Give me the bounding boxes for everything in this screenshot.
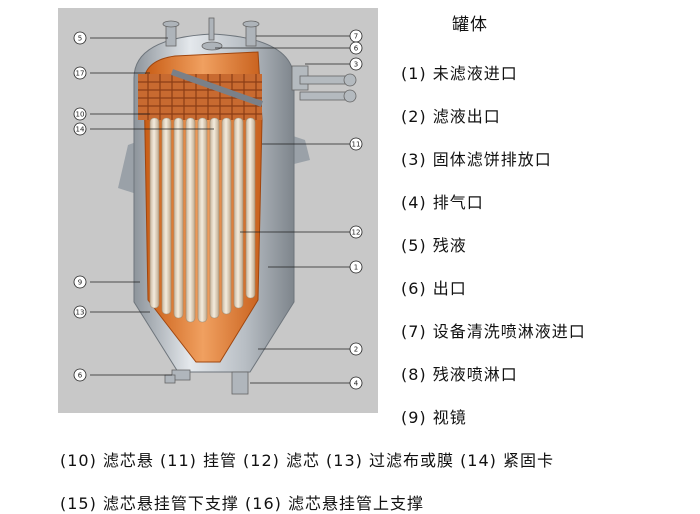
- callout-label: 13: [76, 309, 85, 317]
- callout-marker: 6: [349, 41, 363, 55]
- legend-item: (6) 出口: [401, 279, 467, 298]
- callout-marker: 11: [349, 137, 363, 151]
- callout-label: 3: [354, 61, 358, 69]
- callouts: [90, 35, 350, 384]
- callout-label: 12: [352, 229, 361, 237]
- callout-label: 4: [354, 380, 359, 388]
- title: 罐体: [452, 15, 488, 35]
- callout-label: 2: [354, 346, 358, 354]
- callout-marker: 2: [349, 342, 363, 356]
- callout-label: 9: [78, 279, 82, 287]
- legend-item: (2) 滤液出口: [401, 107, 501, 126]
- callout-marker: 10: [73, 107, 87, 121]
- callout-marker: 6: [73, 368, 87, 382]
- suspension-bar: [170, 69, 264, 107]
- legend-item: (7) 设备清洗喷淋液进口: [401, 322, 586, 341]
- legend-item: (9) 视镜: [401, 408, 467, 427]
- callout-label: 6: [78, 372, 83, 380]
- callout-marker: 14: [73, 122, 87, 136]
- legend-item: (1) 未滤液进口: [401, 64, 518, 83]
- callout-label: 17: [76, 70, 85, 78]
- callout-marker: 5: [73, 31, 87, 45]
- callout-label: 11: [352, 141, 361, 149]
- callout-marker: 13: [73, 305, 87, 319]
- callout-marker: 12: [349, 225, 363, 239]
- side-inlet-pipes: [291, 65, 357, 103]
- bottom-legend-line: (15) 滤芯悬挂管下支撑 (16) 滤芯悬挂管上支撑: [60, 494, 424, 513]
- bottom-outlets: [164, 369, 249, 395]
- callout-marker: 3: [349, 57, 363, 71]
- callout-label: 7: [354, 33, 358, 41]
- callout-label: 6: [354, 45, 359, 53]
- callout-marker: 4: [349, 376, 363, 390]
- legend-item: (4) 排气口: [401, 193, 484, 212]
- callout-label: 14: [76, 126, 85, 134]
- callout-label: 1: [354, 264, 358, 272]
- callout-label: 5: [78, 35, 82, 43]
- top-nozzles: [162, 17, 260, 51]
- legend-item: (3) 固体滤饼排放口: [401, 150, 552, 169]
- support-leg-right: [290, 135, 310, 165]
- callout-marker: 7: [349, 29, 363, 43]
- callout-marker: 17: [73, 66, 87, 80]
- callout-label: 10: [76, 111, 85, 119]
- legend-item: (8) 残液喷淋口: [401, 365, 518, 384]
- callout-marker: 9: [73, 275, 87, 289]
- bottom-legend-line: (10) 滤芯悬 (11) 挂管 (12) 滤芯 (13) 过滤布或膜 (14)…: [60, 451, 554, 470]
- legend-item: (5) 残液: [401, 236, 467, 255]
- callout-marker: 1: [349, 260, 363, 274]
- filter-tubes: [149, 117, 256, 323]
